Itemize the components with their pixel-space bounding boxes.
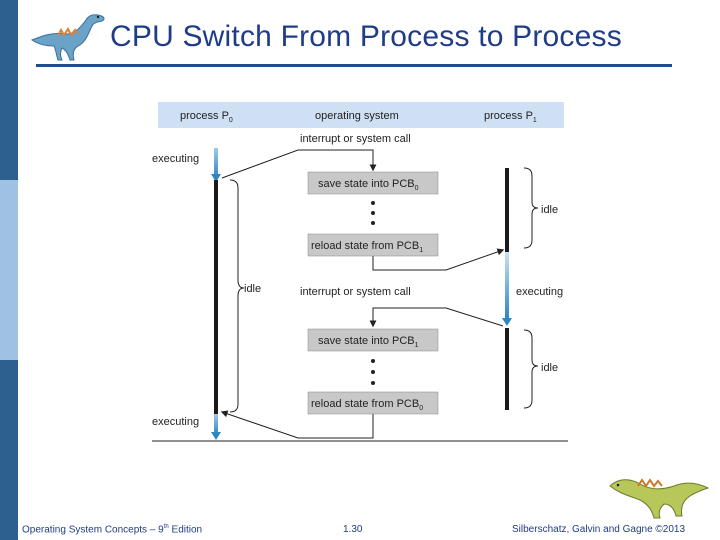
sidebar-segment	[0, 360, 18, 540]
executing-label-middle: executing	[516, 286, 563, 298]
box-save-state-pcb0-label: save state into PCB0	[318, 178, 419, 192]
idle-label-left: idle	[244, 283, 261, 295]
sidebar-segment	[0, 180, 18, 360]
p0-idle-line	[214, 180, 218, 414]
idle-label-right-bottom: idle	[541, 362, 558, 374]
box-save-state-pcb0	[307, 171, 439, 195]
header-process-p1: process P1	[484, 110, 537, 124]
p1-executing-arrowhead	[502, 318, 512, 326]
ellipsis-dot	[371, 201, 375, 205]
ellipsis-dot	[371, 211, 375, 215]
interrupt-label-middle: interrupt or system call	[300, 286, 411, 298]
ellipsis-dot	[371, 221, 375, 225]
executing-label-bottom: executing	[152, 416, 199, 428]
p1-idle-line-top	[505, 168, 509, 252]
dinosaur-logo-icon	[30, 14, 105, 61]
idle-brace-right-bottom	[523, 329, 539, 409]
ellipsis-dot	[371, 381, 375, 385]
idle-brace-right-top	[523, 167, 539, 249]
sidebar-segment	[0, 0, 18, 180]
title-divider	[36, 64, 672, 67]
p1-idle-line-bottom	[505, 328, 509, 410]
idle-label-right-top: idle	[541, 204, 558, 216]
header-operating-system: operating system	[315, 110, 399, 122]
executing-label-top: executing	[152, 153, 199, 165]
slide-title: CPU Switch From Process to Process	[110, 20, 622, 53]
dispatch-arrow-os-to-p0	[220, 410, 374, 439]
dispatch-arrow-os-to-p1	[372, 248, 505, 271]
header-band	[158, 102, 564, 128]
footer-copyright: Silberschatz, Galvin and Gagne ©2013	[512, 524, 686, 535]
box-reload-state-pcb1-label: reload state from PCB1	[311, 240, 423, 254]
p1-executing-bar	[505, 252, 509, 318]
interrupt-label-top: interrupt or system call	[300, 133, 411, 145]
ellipsis-dot	[371, 370, 375, 374]
box-save-state-pcb1	[307, 328, 439, 352]
box-reload-state-pcb0	[307, 391, 439, 415]
box-save-state-pcb1-label: save state into PCB1	[318, 335, 419, 349]
p0-executing-arrowhead-bottom	[211, 432, 221, 440]
sidebar-stripe	[0, 0, 18, 540]
p0-executing-bar-top	[214, 148, 218, 178]
idle-brace-left	[229, 179, 245, 413]
box-reload-state-pcb0-label: reload state from PCB0	[311, 398, 423, 412]
dinosaur-footer-icon	[609, 478, 710, 519]
interrupt-arrow-p0-to-os	[221, 149, 377, 179]
box-reload-state-pcb1	[307, 233, 439, 257]
p0-executing-bar-bottom	[214, 414, 218, 434]
p0-executing-arrowhead-top	[211, 174, 221, 182]
interrupt-arrow-p1-to-os	[369, 307, 504, 328]
ellipsis-dot	[371, 359, 375, 363]
header-process-p0: process P0	[180, 110, 233, 124]
footer-book-title: Operating System Concepts – 9th Edition	[22, 524, 203, 536]
footer-page-number: 1.30	[343, 524, 363, 535]
